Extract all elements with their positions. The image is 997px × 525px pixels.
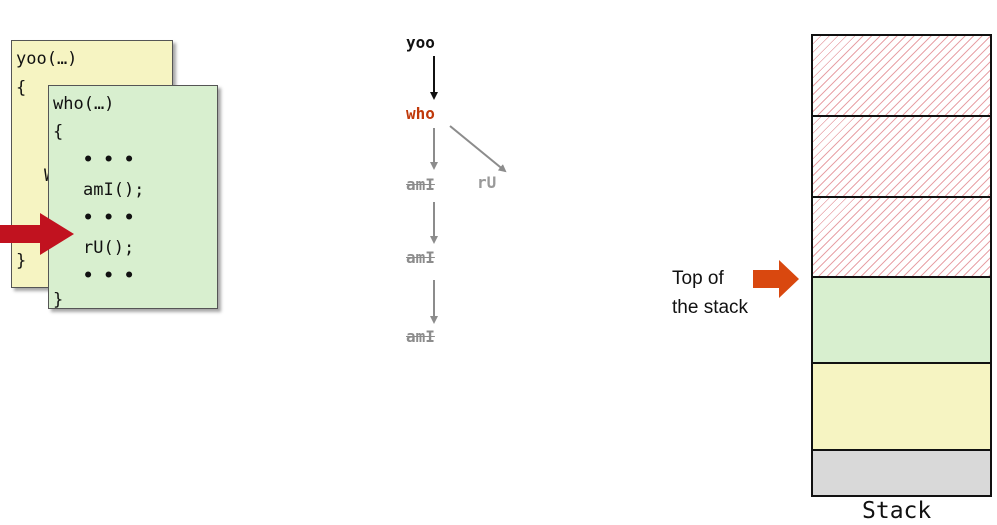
edge-who-ru: [449, 125, 507, 173]
who-open-brace: {: [53, 122, 64, 142]
who-call-ru: rU();: [83, 238, 135, 258]
call-tree-ru: rU: [477, 173, 497, 192]
yoo-header: yoo(…): [16, 49, 78, 69]
call-tree-edges: [430, 56, 507, 324]
call-tree-ami-1: amI: [406, 175, 435, 194]
top-of-stack-label: Top of the stack: [672, 264, 748, 322]
execution-pointer-arrow: [0, 213, 74, 255]
who-close-brace: }: [53, 290, 64, 310]
who-code-card: who(…) { • • • amI(); • • • rU(); • • • …: [48, 85, 218, 310]
who-header: who(…): [53, 94, 115, 114]
stack-frame-yoo: [813, 364, 990, 451]
stack-frame-base: [813, 451, 990, 495]
call-tree-ami-3: amI: [406, 327, 435, 346]
who-ellipsis-3: • • •: [83, 266, 135, 286]
call-tree-root-yoo: yoo: [406, 33, 435, 52]
stack-caption: Stack: [862, 498, 932, 524]
stack-frame-popped-3: [813, 198, 990, 278]
yoo-close-brace: }: [16, 251, 27, 271]
stack-frame-popped-2: [813, 117, 990, 198]
stack-frame-who: [813, 278, 990, 364]
stack-frame-popped-1: [813, 36, 990, 117]
call-tree-ami-2: amI: [406, 248, 435, 267]
who-ellipsis-2: • • •: [83, 208, 135, 228]
who-call-ami: amI();: [83, 180, 145, 200]
top-of-stack-line2: the stack: [672, 297, 749, 318]
yoo-open-brace: {: [16, 78, 27, 98]
stack: [811, 34, 992, 497]
top-of-stack-arrow: [753, 260, 799, 298]
call-tree-active-who: who: [406, 104, 435, 123]
who-ellipsis-1: • • •: [83, 150, 135, 170]
top-of-stack-line1: Top of: [672, 268, 724, 289]
